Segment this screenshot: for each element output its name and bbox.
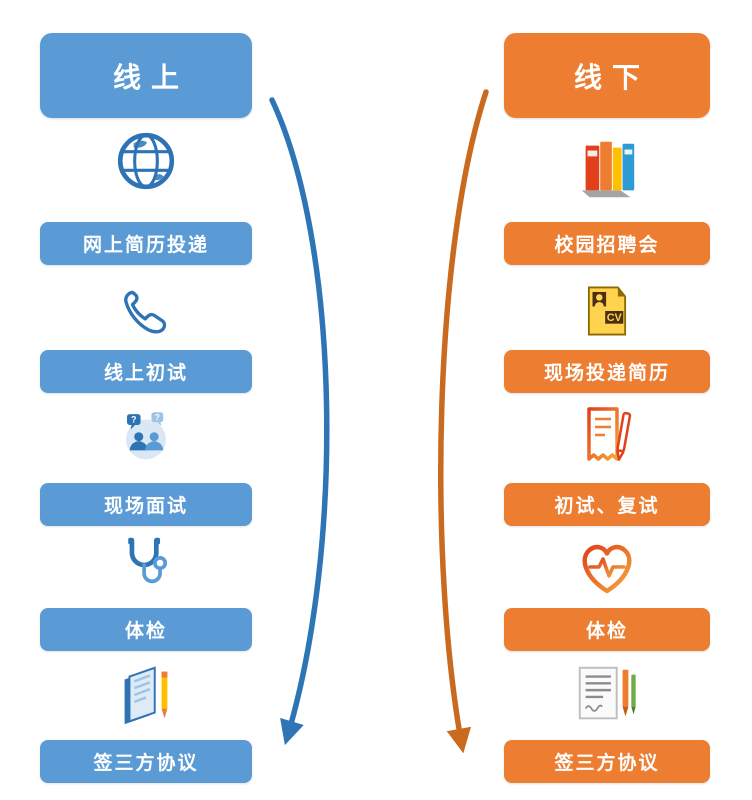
step-online-resume: 网上简历投递 [40,222,252,265]
notebook-pencil-icon [111,660,181,730]
phone-icon [119,286,173,340]
interview-qa-icon: ? ? [117,405,175,463]
offline-flow-arrow [438,89,489,754]
svg-text:?: ? [131,415,137,425]
step-offline-sign-agreement: 签三方协议 [504,740,710,783]
step-online-sign-agreement: 签三方协议 [40,740,252,783]
online-header: 线上 [40,33,252,118]
step-offline-physical-exam: 体检 [504,608,710,651]
offline-header: 线下 [504,33,710,118]
books-icon [572,134,642,204]
step-onsite-resume-delivery: 现场投递简历 [504,350,710,393]
document-pens-icon [572,660,642,730]
online-flow-arrow [269,97,330,746]
svg-text:?: ? [155,413,160,422]
globe-icon [113,128,179,194]
stethoscope-icon [116,534,176,594]
svg-text:CV: CV [607,312,623,324]
step-campus-job-fair: 校园招聘会 [504,222,710,265]
cv-document-icon: CV [578,282,636,340]
step-online-first-interview: 线上初试 [40,350,252,393]
step-online-physical-exam: 体检 [40,608,252,651]
receipt-pen-icon [575,403,639,471]
heart-pulse-icon [575,535,639,599]
step-first-second-interview: 初试、复试 [504,483,710,526]
step-onsite-interview: 现场面试 [40,483,252,526]
